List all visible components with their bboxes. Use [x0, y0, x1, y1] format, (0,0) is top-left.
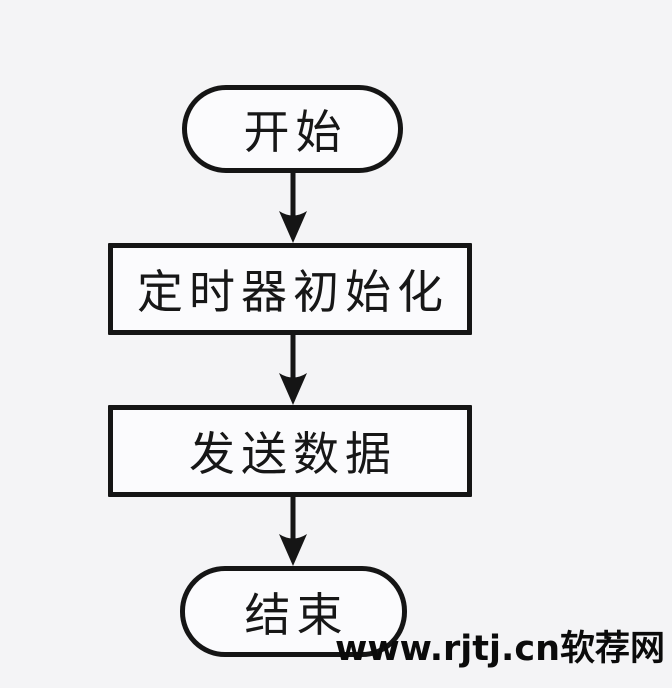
- node-start: 开始: [182, 85, 403, 173]
- node-timer-init: 定时器初始化: [108, 243, 472, 335]
- flow-arrow-init-to-send: [273, 335, 313, 405]
- arrow-down-icon: [279, 496, 307, 566]
- flow-arrow-send-to-end: [273, 496, 313, 566]
- watermark-text: www.rjtj.cn软荐网: [334, 629, 665, 669]
- node-end-label: 结束: [244, 587, 349, 642]
- node-send-data-label: 发送数据: [189, 427, 397, 481]
- flow-arrow-start-to-init: [273, 173, 313, 243]
- arrow-down-icon: [279, 173, 307, 243]
- arrow-down-icon: [279, 335, 307, 405]
- node-start-label: 开始: [243, 105, 348, 159]
- node-end: 结束: [180, 566, 407, 657]
- node-send-data: 发送数据: [108, 405, 472, 497]
- node-timer-init-label: 定时器初始化: [137, 265, 449, 319]
